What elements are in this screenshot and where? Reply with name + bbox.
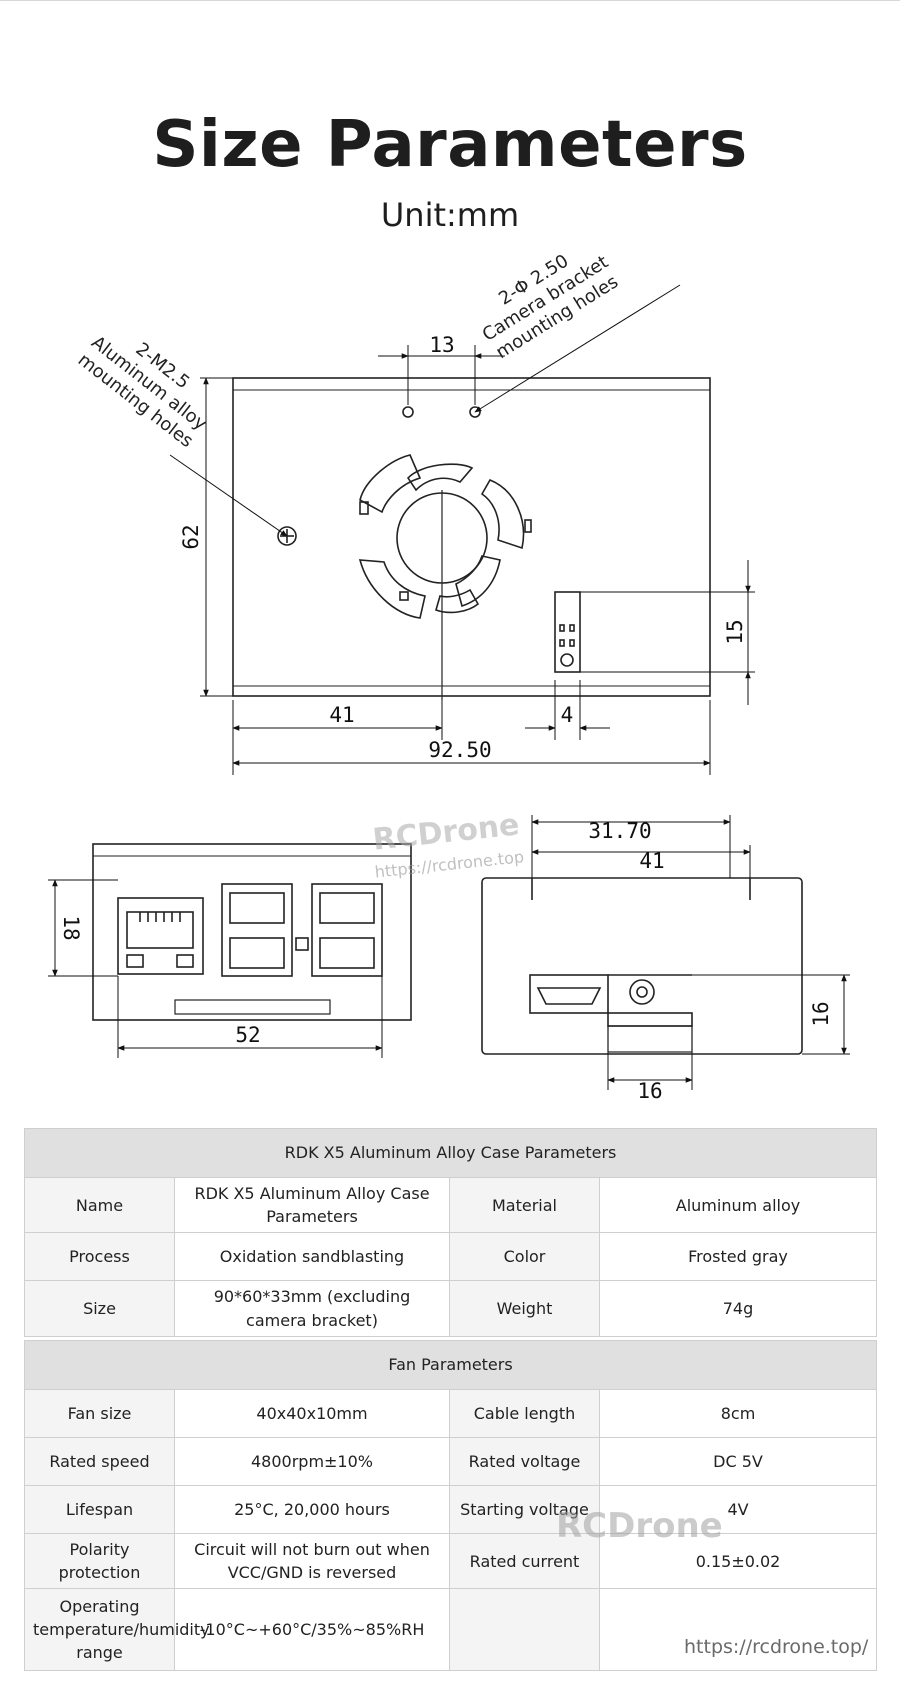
case-table-header-row: RDK X5 Aluminum Alloy Case Parameters: [23, 1128, 878, 1178]
dim-hole-spacing: 13: [429, 333, 454, 357]
table-cell: RDK X5 Aluminum Alloy Case Parameters: [174, 1176, 450, 1234]
table-cell: 4V: [598, 1485, 878, 1534]
table-cell: Weight: [449, 1280, 600, 1337]
alloy-mount-hole: [277, 526, 297, 546]
table-cell: Rated speed: [24, 1437, 175, 1486]
dim-side-b: 41: [639, 849, 664, 873]
table-cell: Polarity protection: [24, 1532, 175, 1590]
camera-hole-annotation: 2-Φ 2.50 Camera bracket mounting holes: [479, 250, 622, 363]
table-cell: Oxidation sandblasting: [174, 1232, 450, 1282]
top-view-outline: [232, 377, 711, 697]
side-view: [481, 877, 803, 1055]
ethernet-port: [117, 897, 204, 975]
table-cell: Process: [24, 1232, 175, 1282]
side-view-outline: [481, 877, 803, 1055]
table-row: Rated speed 4800rpm±10% Rated voltage DC…: [24, 1437, 878, 1486]
table-cell: Frosted gray: [598, 1232, 878, 1282]
top-divider: [0, 0, 900, 1]
usb-ports-left: [221, 883, 293, 977]
top-view: [232, 377, 711, 700]
fan-parameters-table: Fan Parameters Fan size 40x40x10mm Cable…: [23, 1340, 878, 1672]
front-view-outline: [92, 843, 412, 1021]
table-cell: Aluminum alloy: [598, 1176, 878, 1234]
dim-top-height: 62: [179, 524, 203, 549]
table-cell: 74g: [598, 1280, 878, 1337]
table-cell: Size: [24, 1280, 175, 1337]
table-cell: Rated current: [449, 1532, 600, 1590]
case-parameters-table: RDK X5 Aluminum Alloy Case Parameters Na…: [23, 1128, 878, 1337]
dim-bracket-height: 15: [723, 619, 747, 644]
case-table-title: RDK X5 Aluminum Alloy Case Parameters: [23, 1128, 878, 1178]
dimension-drawing: 13 62 41 4 92.50 15 2-Φ 2.50 Camera brac…: [48, 250, 850, 1103]
table-cell: [449, 1588, 600, 1672]
table-cell: Starting voltage: [449, 1485, 600, 1534]
table-cell: 90*60*33mm (excluding camera bracket): [174, 1280, 450, 1337]
table-cell: [598, 1588, 878, 1672]
usb-ports-right: [311, 883, 383, 977]
unit-label: Unit:mm: [380, 196, 520, 234]
table-row: Size 90*60*33mm (excluding camera bracke…: [24, 1280, 878, 1337]
table-row: Process Oxidation sandblasting Color Fro…: [24, 1232, 878, 1282]
table-cell: 8cm: [598, 1389, 878, 1438]
dim-fan-offset: 41: [329, 703, 354, 727]
dim-side-bracket: 16: [637, 1079, 662, 1103]
dim-front-width: 52: [235, 1023, 260, 1047]
table-cell: Material: [449, 1176, 600, 1234]
table-cell: DC 5V: [598, 1437, 878, 1486]
dim-front-height: 18: [59, 915, 83, 940]
table-cell: 40x40x10mm: [174, 1389, 450, 1438]
table-cell: Fan size: [24, 1389, 175, 1438]
front-view: [92, 843, 412, 1021]
table-cell: Color: [449, 1232, 600, 1282]
camera-hole-left: [402, 406, 414, 418]
table-cell: 25°C, 20,000 hours: [174, 1485, 450, 1534]
table-cell: -10°C~+60°C/35%~85%RH: [174, 1588, 450, 1672]
hdmi-port: [529, 974, 609, 1014]
dim-side-height: 16: [809, 1001, 833, 1026]
table-watermark-url: https://rcdrone.top/: [684, 1636, 869, 1658]
dim-top-width: 92.50: [428, 738, 491, 762]
drawing-watermark: RCDrone https://rcdrone.top: [371, 807, 525, 881]
table-row: Fan size 40x40x10mm Cable length 8cm: [24, 1389, 878, 1438]
camera-bracket: [554, 591, 581, 673]
table-cell: Name: [24, 1176, 175, 1234]
page-title: Size Parameters: [152, 108, 748, 182]
dim-side-a: 31.70: [588, 819, 651, 843]
table-row: Lifespan 25°C, 20,000 hours Starting vol…: [24, 1485, 878, 1534]
table-cell: Rated voltage: [449, 1437, 600, 1486]
audio-jack: [629, 979, 655, 1005]
dim-bracket-width: 4: [561, 703, 574, 727]
table-cell: Circuit will not burn out when VCC/GND i…: [174, 1532, 450, 1590]
table-cell: Lifespan: [24, 1485, 175, 1534]
fan-table-header-row: Fan Parameters: [23, 1340, 878, 1390]
table-cell: Cable length: [449, 1389, 600, 1438]
table-row: Polarity protection Circuit will not bur…: [24, 1532, 878, 1590]
fan-table-title: Fan Parameters: [23, 1340, 878, 1390]
table-cell: Operating temperature/humidity range: [24, 1588, 210, 1672]
table-cell: 4800rpm±10%: [174, 1437, 450, 1486]
table-watermark-brand: RCDrone: [556, 1506, 723, 1546]
alloy-hole-annotation: 2-M2.5 Aluminum alloy mounting holes: [74, 332, 211, 452]
fan-grille: [358, 454, 532, 619]
table-row: Name RDK X5 Aluminum Alloy Case Paramete…: [24, 1176, 878, 1234]
table-cell: 0.15±0.02: [598, 1532, 878, 1590]
table-row: Operating temperature/humidity range -10…: [24, 1588, 878, 1672]
